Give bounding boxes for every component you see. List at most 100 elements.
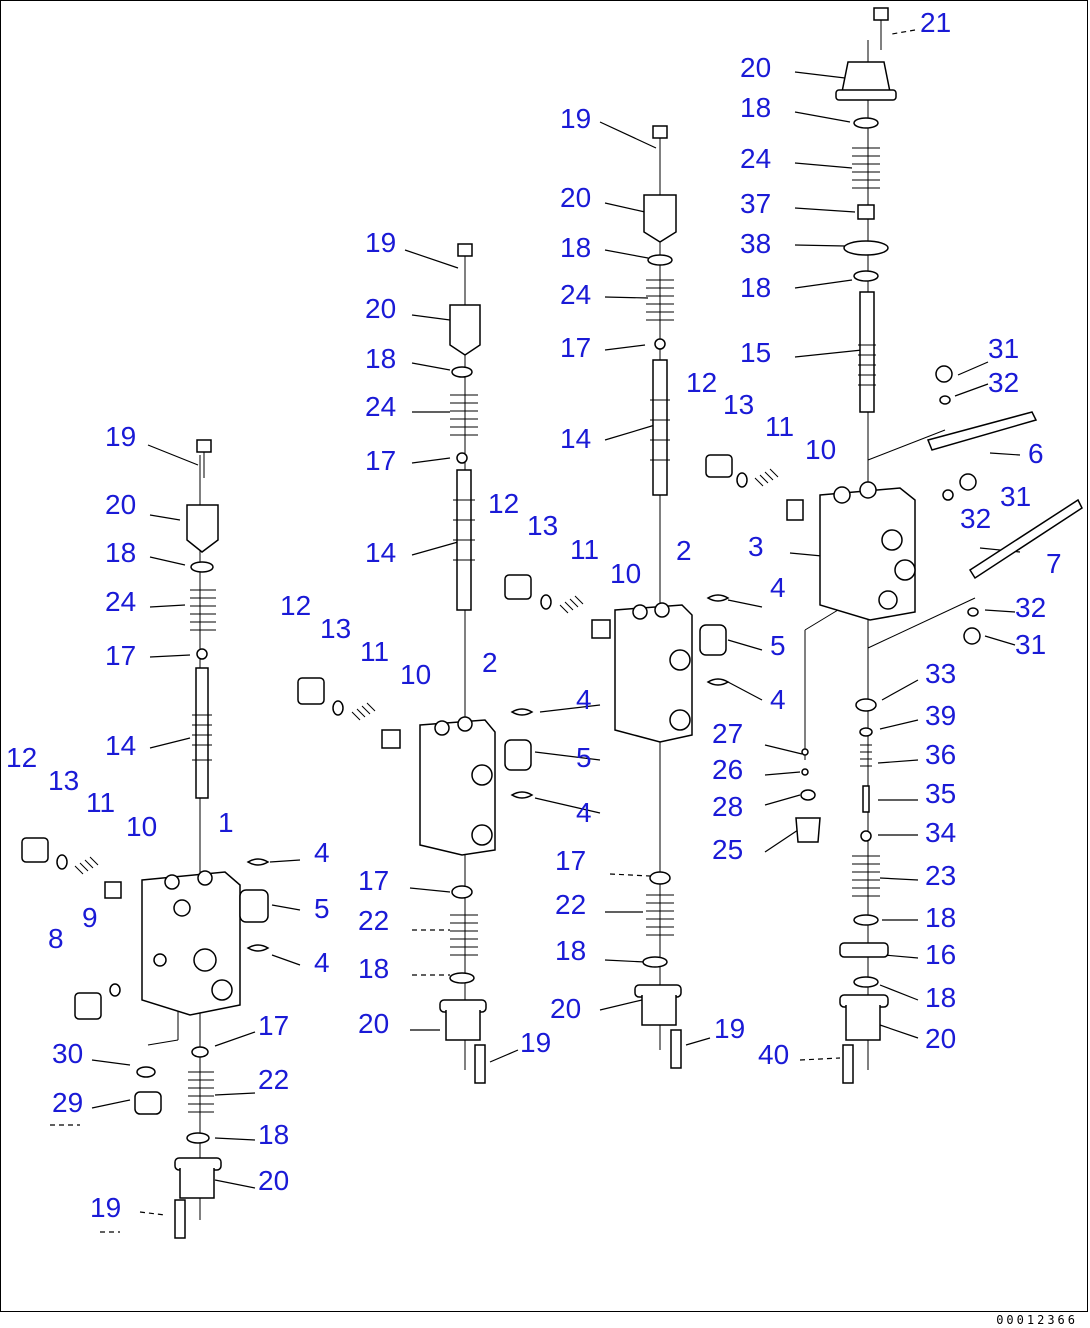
part-label: 18	[365, 343, 396, 374]
part-label: 1	[218, 807, 234, 838]
part-label: 14	[560, 423, 591, 454]
part-label: 6	[1028, 438, 1044, 469]
part-label: 18	[925, 982, 956, 1013]
part-label: 13	[320, 613, 351, 644]
part-label: 18	[740, 272, 771, 303]
part-label: 11	[570, 534, 599, 565]
part-label: 15	[740, 337, 771, 368]
part-label: 32	[960, 503, 991, 534]
part-label: 4	[576, 684, 592, 715]
part-label: 18	[740, 92, 771, 123]
part-label: 20	[740, 52, 771, 83]
section-2-assembly-left	[297, 243, 534, 1084]
part-label: 5	[576, 742, 592, 773]
part-label: 10	[610, 558, 641, 589]
part-label: 37	[740, 188, 771, 219]
section-1-assembly	[21, 439, 270, 1239]
part-label: 4	[770, 572, 786, 603]
part-label: 5	[314, 893, 330, 924]
part-label: 22	[358, 905, 389, 936]
part-label: 17	[258, 1010, 289, 1041]
part-label: 11	[360, 636, 389, 667]
part-label: 31	[1015, 629, 1046, 660]
part-label: 10	[126, 811, 157, 842]
part-label: 24	[740, 143, 771, 174]
part-label: 27	[712, 718, 743, 749]
section-3-assembly	[705, 7, 1083, 1084]
part-label: 2	[676, 535, 692, 566]
part-label: 33	[925, 658, 956, 689]
part-label: 22	[258, 1064, 289, 1095]
part-label: 25	[712, 834, 743, 865]
part-label: 11	[86, 787, 115, 818]
part-label: 29	[52, 1087, 83, 1118]
part-label: 17	[358, 865, 389, 896]
part-label: 8	[48, 923, 64, 954]
part-label: 13	[527, 510, 558, 541]
part-label: 20	[925, 1023, 956, 1054]
part-label: 4	[576, 797, 592, 828]
part-label: 13	[48, 765, 79, 796]
part-label: 4	[770, 684, 786, 715]
part-label: 24	[105, 586, 136, 617]
part-label: 23	[925, 860, 956, 891]
part-label: 4	[314, 837, 330, 868]
part-label: 20	[258, 1165, 289, 1196]
part-label: 4	[314, 947, 330, 978]
part-label: 20	[358, 1008, 389, 1039]
part-label: 32	[988, 367, 1019, 398]
part-label: 7	[1046, 548, 1062, 579]
part-label: 19	[560, 103, 591, 134]
part-label: 3	[748, 531, 764, 562]
part-label: 17	[365, 445, 396, 476]
part-label: 17	[560, 332, 591, 363]
part-label: 16	[925, 939, 956, 970]
part-label: 20	[560, 182, 591, 213]
part-label: 26	[712, 754, 743, 785]
part-label: 35	[925, 778, 956, 809]
part-label: 18	[560, 232, 591, 263]
part-label: 22	[555, 889, 586, 920]
part-label: 5	[770, 630, 786, 661]
section-2-assembly-right	[504, 125, 730, 1069]
part-label: 28	[712, 791, 743, 822]
part-labels: 21 20 18 24 37 38 18 15 31 32 12 13 11 1…	[6, 7, 1062, 1223]
part-label: 12	[6, 742, 37, 773]
part-label: 19	[714, 1013, 745, 1044]
document-number: 00012366	[996, 1313, 1078, 1327]
part-label: 20	[105, 489, 136, 520]
part-label: 13	[723, 389, 754, 420]
part-label: 32	[1015, 592, 1046, 623]
part-label: 34	[925, 817, 956, 848]
part-label: 19	[365, 227, 396, 258]
part-label: 20	[365, 293, 396, 324]
part-label: 12	[280, 590, 311, 621]
part-label: 38	[740, 228, 771, 259]
part-label: 18	[555, 935, 586, 966]
part-label: 31	[988, 333, 1019, 364]
part-label: 17	[105, 640, 136, 671]
part-label: 10	[400, 659, 431, 690]
part-label: 18	[105, 537, 136, 568]
part-label: 2	[482, 647, 498, 678]
part-label: 19	[90, 1192, 121, 1223]
part-label: 20	[550, 993, 581, 1024]
assembly-axes	[147, 40, 976, 1220]
part-label: 17	[555, 845, 586, 876]
part-label: 11	[765, 411, 794, 442]
part-label: 21	[920, 7, 951, 38]
part-label: 30	[52, 1038, 83, 1069]
part-label: 24	[560, 279, 591, 310]
part-label: 19	[105, 421, 136, 452]
part-label: 39	[925, 700, 956, 731]
part-label: 12	[686, 367, 717, 398]
part-label: 19	[520, 1027, 551, 1058]
part-label: 10	[805, 434, 836, 465]
part-label: 14	[365, 537, 396, 568]
part-label: 24	[365, 391, 396, 422]
part-label: 18	[358, 953, 389, 984]
part-label: 18	[258, 1119, 289, 1150]
part-label: 12	[488, 488, 519, 519]
